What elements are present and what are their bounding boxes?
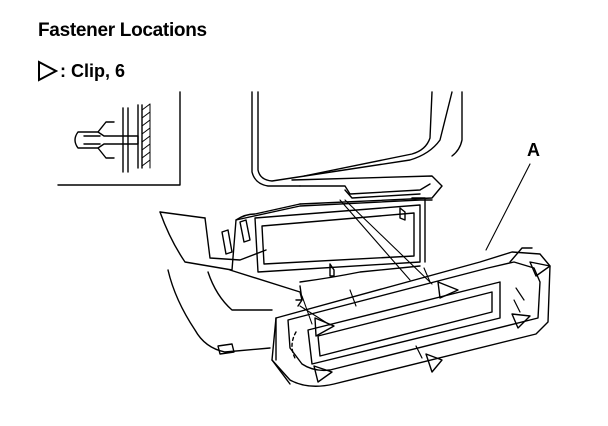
clip-marker-5 (511, 313, 531, 329)
clip-marker-3 (313, 365, 333, 383)
legend-text: : Clip, 6 (60, 60, 126, 81)
clip-detail-inset (57, 91, 181, 186)
page-title: Fastener Locations (38, 20, 207, 41)
garnish-part-a (271, 247, 551, 387)
clip-marker-2 (314, 317, 335, 337)
legend: : Clip, 6 (36, 60, 125, 82)
clip-marker-6 (529, 261, 551, 277)
alignment-leader-lines (299, 163, 531, 326)
clip-markers (313, 261, 551, 383)
callout-label-a: A (527, 140, 540, 160)
triangle-outline-icon (38, 60, 58, 82)
clip-marker-1 (437, 281, 459, 299)
clip-marker-4 (425, 353, 443, 373)
vehicle-rear-body (159, 91, 463, 355)
